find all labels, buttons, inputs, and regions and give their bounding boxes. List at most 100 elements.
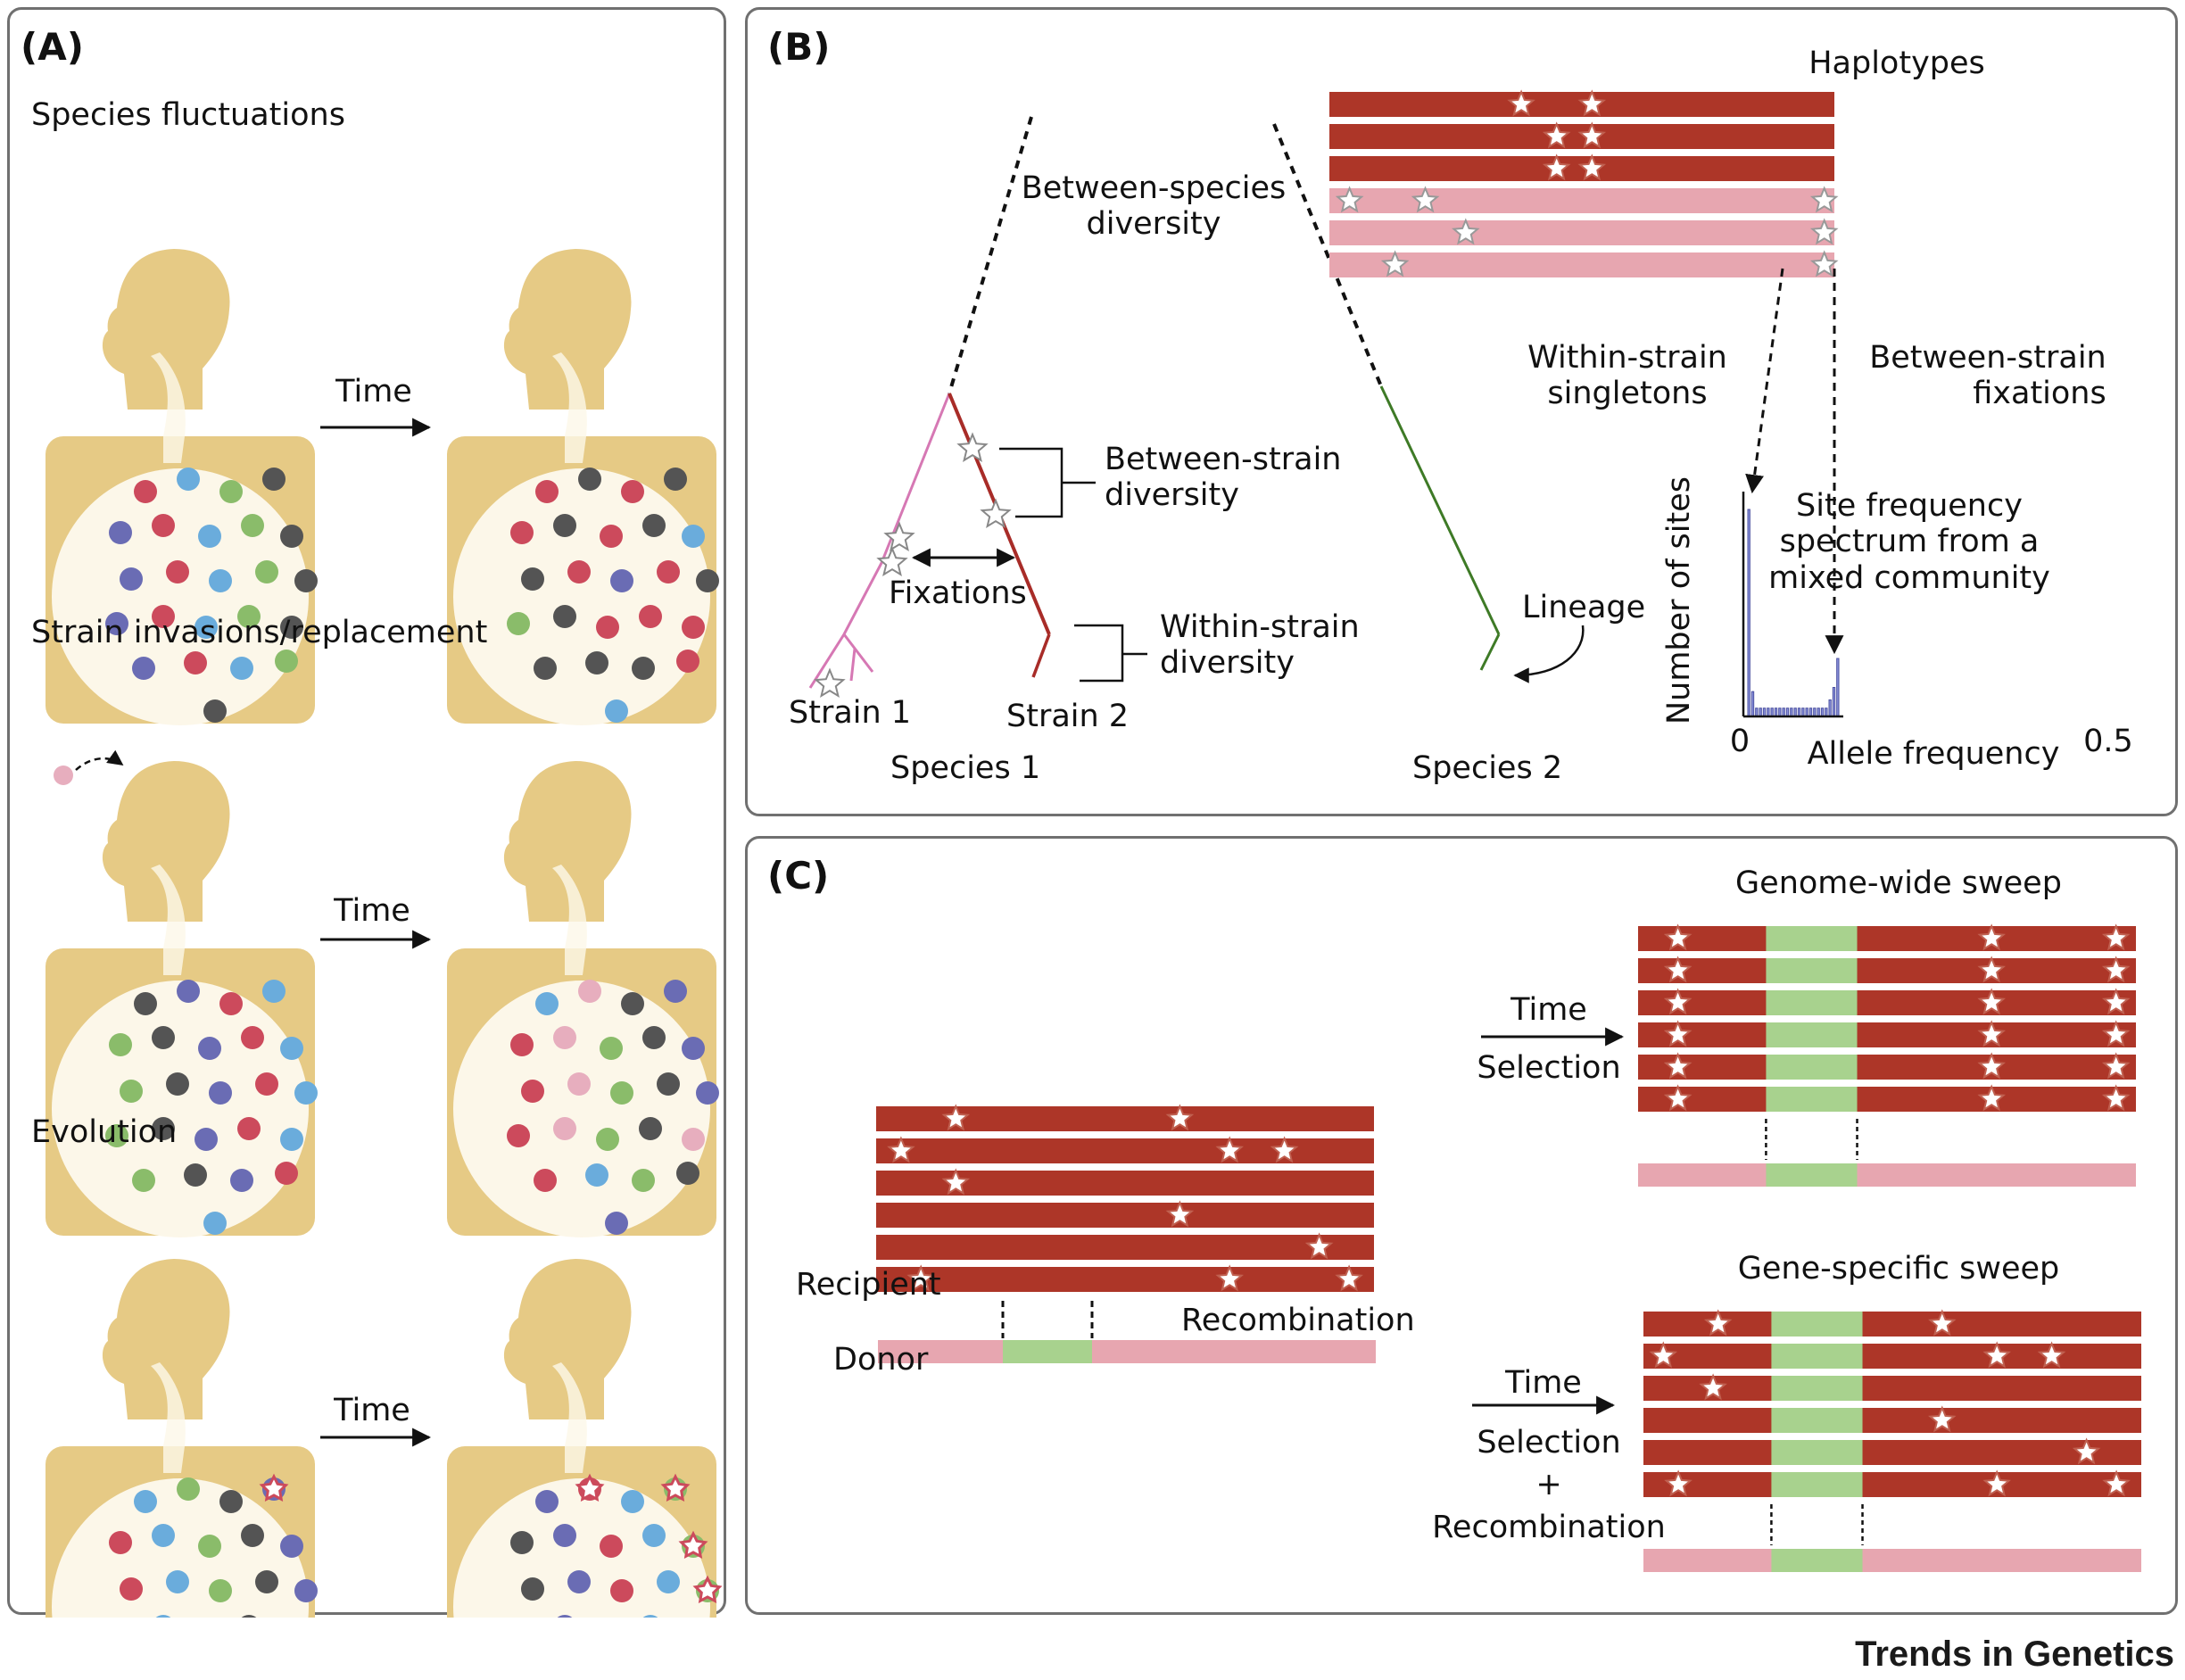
human-silhouette-icon	[46, 1259, 318, 1618]
microbe-dot-icon	[682, 525, 705, 548]
panel-c-graphics	[876, 923, 2141, 1572]
mutation-star-icon	[941, 1104, 971, 1131]
throat-path	[552, 865, 587, 975]
microbe-dot-icon	[120, 1080, 143, 1103]
sfs-bar	[1790, 708, 1793, 717]
between-species-dashed-left	[948, 116, 1033, 394]
gene-specific-sweep-title: Gene-specific sweep	[1737, 1251, 2060, 1287]
microbe-dot-icon	[275, 1162, 298, 1185]
gene-specific-sweep-swept-segment	[1771, 1472, 1863, 1497]
microbe-dot-icon	[600, 1535, 623, 1558]
mutation-star-icon	[1649, 1341, 1678, 1369]
singletons-dashed-arrow	[1745, 268, 1784, 494]
microbe-dot-icon	[294, 569, 318, 592]
microbe-dot-icon	[605, 1212, 628, 1235]
mutation-star-icon	[887, 1136, 915, 1163]
microbe-dot-icon	[109, 1531, 132, 1554]
genome-wide-sweep-haplotype-bar	[1638, 1022, 2136, 1047]
microbe-dot-icon	[198, 1535, 221, 1558]
microbe-dot-icon	[621, 480, 644, 503]
mutation-star-icon	[1809, 218, 1839, 245]
microbe-dot-icon	[664, 468, 687, 491]
panel-b-label: (B)	[767, 25, 831, 69]
between-strain-star-icon	[956, 432, 989, 463]
species-fluctuations-title: Species fluctuations	[31, 97, 345, 133]
genome-wide-sweep-donor-segment	[1766, 1163, 1858, 1187]
microbe-dot-icon	[120, 567, 143, 591]
microbe-dot-icon	[600, 1037, 623, 1060]
genome-wide-sweep-donor-bar	[1638, 1163, 2136, 1187]
sfs-title: Site frequency spectrum from a mixed com…	[1768, 488, 2050, 596]
panel-c-label: (C)	[767, 854, 830, 898]
microbe-dot-icon	[639, 1117, 662, 1140]
microbe-dot-icon	[177, 468, 200, 491]
microbe-dot-icon	[642, 1615, 658, 1618]
genome-wide-sweep-haplotype-bar	[1638, 958, 2136, 983]
recipient-haplotype-bar	[876, 1267, 1374, 1292]
throat-path	[151, 352, 186, 463]
within-strain-bracket	[1074, 624, 1124, 683]
gene-specific-sweep-donor-bar	[1643, 1549, 2141, 1572]
microbe-dot-icon	[105, 1124, 128, 1147]
gene-specific-sweep-donor-segment	[1771, 1549, 1863, 1572]
fixations-label: Fixations	[889, 575, 1027, 611]
microbe-dot-icon	[507, 612, 530, 635]
microbe-dot-icon	[578, 980, 601, 1003]
microbe-dot-icon	[682, 1037, 705, 1060]
microbe-dot-icon	[578, 468, 601, 491]
microbe-dot-icon	[280, 525, 303, 548]
microbe-dot-icon	[535, 992, 559, 1015]
microbe-dot-icon	[553, 1524, 576, 1547]
microbe-dot-icon	[610, 1579, 633, 1602]
fixation-star-icon	[876, 546, 908, 577]
strain-2-label: Strain 2	[1006, 699, 1130, 734]
mutation-star-icon	[1663, 988, 1693, 1015]
microbe-dot-icon	[600, 525, 623, 548]
microbe-dot-icon	[275, 650, 298, 673]
throat-path	[552, 352, 587, 463]
mutation-star-icon	[1380, 250, 1410, 277]
sfs-bar	[1747, 509, 1750, 717]
genome-wide-sweep-swept-segment	[1766, 958, 1858, 983]
microbe-dot-icon	[177, 1477, 200, 1501]
throat-path	[151, 865, 186, 975]
gene-specific-sweep-swept-segment	[1771, 1344, 1863, 1369]
mutation-star-icon	[1977, 988, 2006, 1015]
microbe-dot-icon	[198, 525, 221, 548]
microbe-dot-icon	[132, 657, 155, 680]
microbe-dot-icon	[184, 651, 207, 674]
mutation-star-icon	[1977, 1052, 2006, 1080]
microbe-dot-icon	[664, 980, 687, 1003]
recipient-haplotype-bar	[876, 1138, 1374, 1163]
between-species-dashed-right	[1272, 123, 1383, 387]
microbe-dot-icon	[610, 1081, 633, 1105]
microbe-dot-icon	[657, 560, 680, 583]
microbe-dot-icon	[553, 1117, 576, 1140]
mutation-star-icon	[941, 1168, 971, 1196]
strain-1-subbranch	[842, 633, 874, 673]
microbe-dot-icon	[203, 1212, 227, 1235]
microbe-dot-icon	[676, 650, 699, 673]
microbe-dot-icon	[605, 699, 628, 723]
mutation-star-icon	[1703, 1309, 1733, 1337]
microbe-dot-icon	[109, 1033, 132, 1056]
microbe-dot-icon	[237, 605, 261, 628]
mutation-star-icon	[1928, 1309, 1957, 1337]
mutation-star-icon	[1507, 89, 1535, 117]
microbe-dot-icon	[696, 569, 719, 592]
microbe-dot-icon	[241, 1615, 257, 1618]
gut-region	[453, 468, 710, 725]
within-strain-star-icon	[814, 667, 846, 699]
within-strain-singletons-label: Within-strain singletons	[1527, 340, 1727, 412]
microbe-dot-icon	[262, 980, 286, 1003]
genome-wide-sweep-swept-segment	[1766, 1087, 1858, 1112]
head-shape	[102, 1259, 230, 1419]
microbe-dot-icon	[553, 1026, 576, 1049]
microbe-dot-icon	[255, 1072, 278, 1096]
haplotype-dark-bar	[1329, 92, 1834, 117]
microbe-dot-icon	[203, 699, 227, 723]
sfs-bar	[1774, 708, 1778, 717]
species-2-label: Species 2	[1412, 750, 1563, 786]
mutation-star-icon	[1664, 1469, 1693, 1497]
microbe-dot-icon	[134, 1490, 157, 1513]
